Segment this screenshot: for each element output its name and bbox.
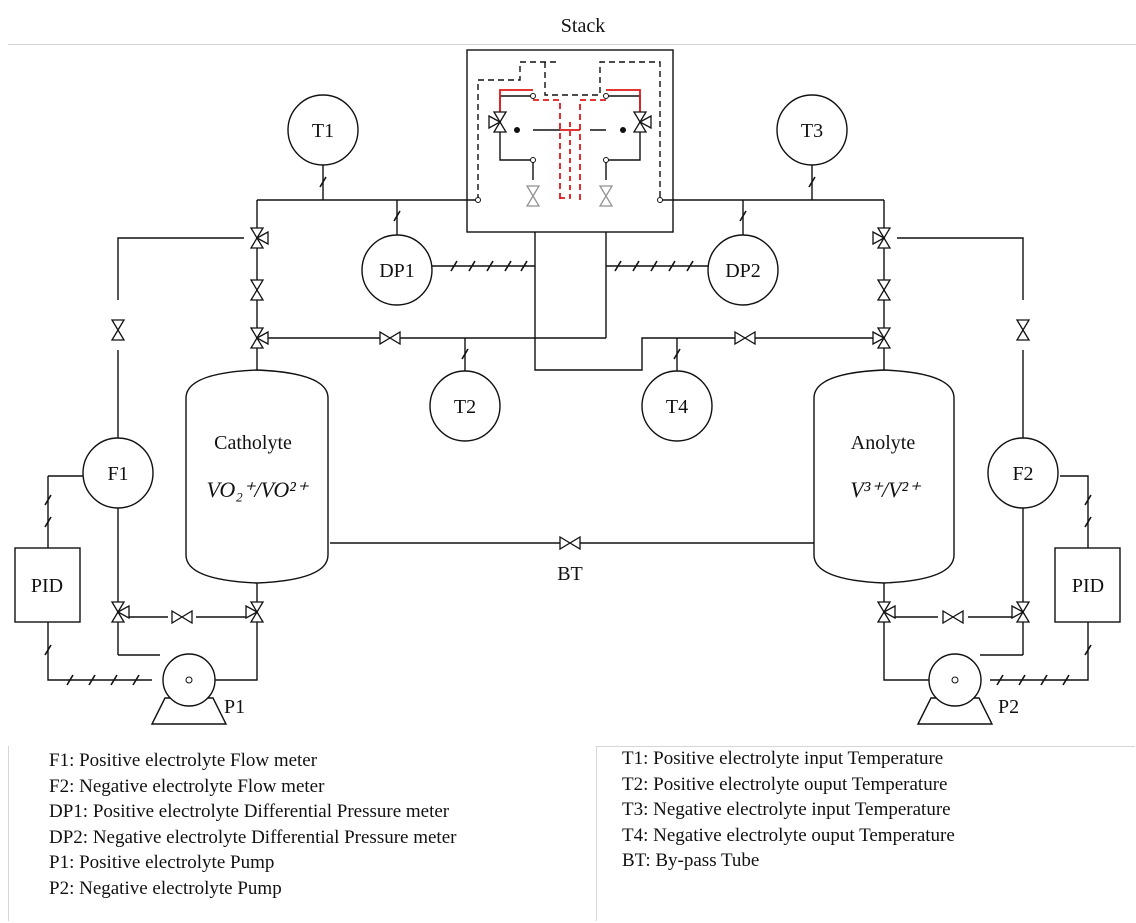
legend-item: DP1: Positive electrolyte Differential P…	[49, 801, 450, 822]
stack-valves	[475, 93, 663, 207]
legend-right: T1: Positive electrolyte input Temperatu…	[622, 746, 955, 874]
t1-label: T1	[312, 120, 334, 142]
t3-label: T3	[801, 120, 823, 142]
dp1-label: DP1	[379, 260, 415, 282]
t4-sensor	[641, 370, 713, 442]
top-separator	[8, 44, 1136, 45]
p2-label: P2	[998, 696, 1019, 718]
dp1-sensor	[361, 234, 433, 306]
t2-label: T2	[454, 396, 476, 418]
catholyte-tank	[185, 369, 329, 584]
pump-p2	[916, 653, 994, 725]
legend-separator-right-top	[597, 746, 1135, 747]
anolyte-formula: V³⁺/V²⁺	[850, 477, 922, 502]
legend-left: F1: Positive electrolyte Flow meter F2: …	[49, 748, 456, 901]
legend-item: T1: Positive electrolyte input Temperatu…	[622, 748, 944, 769]
t1-sensor	[287, 94, 359, 166]
dp2-sensor	[707, 234, 779, 306]
t3-sensor	[776, 94, 848, 166]
catholyte-label: Catholyte	[214, 432, 292, 454]
p1-label: P1	[224, 696, 245, 718]
legend-item: T4: Negative electrolyte ouput Temperatu…	[622, 824, 955, 846]
main-piping	[117, 49, 1024, 681]
f2-label: F2	[1012, 463, 1033, 485]
f2-meter	[987, 437, 1059, 509]
t2-sensor	[429, 370, 501, 442]
pid-left-box	[14, 547, 81, 623]
legend-separator-left	[8, 746, 9, 921]
anolyte-label: Anolyte	[851, 432, 916, 454]
f1-meter	[82, 437, 154, 509]
legend-item: F1: Positive electrolyte Flow meter	[49, 750, 318, 771]
catholyte-formula: VO₂⁺/VO²⁺	[207, 477, 310, 502]
legend-item: BT: By-pass Tube	[622, 850, 760, 871]
anolyte-tank	[813, 369, 955, 584]
legend-item: F2: Negative electrolyte Flow meter	[49, 775, 325, 797]
pid-left-label: PID	[31, 575, 63, 597]
pump-p1	[150, 653, 228, 725]
stack-title: Stack	[561, 15, 605, 37]
bypass-valve	[559, 536, 581, 550]
legend-item: P1: Positive electrolyte Pump	[49, 852, 275, 873]
t4-label: T4	[666, 396, 688, 418]
f1-label: F1	[107, 463, 128, 485]
stack-red-flow	[499, 89, 641, 200]
legend-item: T2: Positive electrolyte ouput Temperatu…	[622, 773, 948, 795]
stack-box	[466, 49, 674, 233]
bt-label: BT	[557, 563, 583, 585]
legend-item: P2: Negative electrolyte Pump	[49, 877, 282, 899]
dp2-label: DP2	[725, 260, 761, 282]
pid-right-label: PID	[1072, 575, 1104, 597]
legend-item: DP2: Negative electrolyte Differential P…	[49, 826, 457, 848]
legend-separator-mid	[596, 746, 597, 921]
legend-item: T3: Negative electrolyte input Temperatu…	[622, 799, 951, 820]
pid-right-box	[1054, 547, 1121, 623]
